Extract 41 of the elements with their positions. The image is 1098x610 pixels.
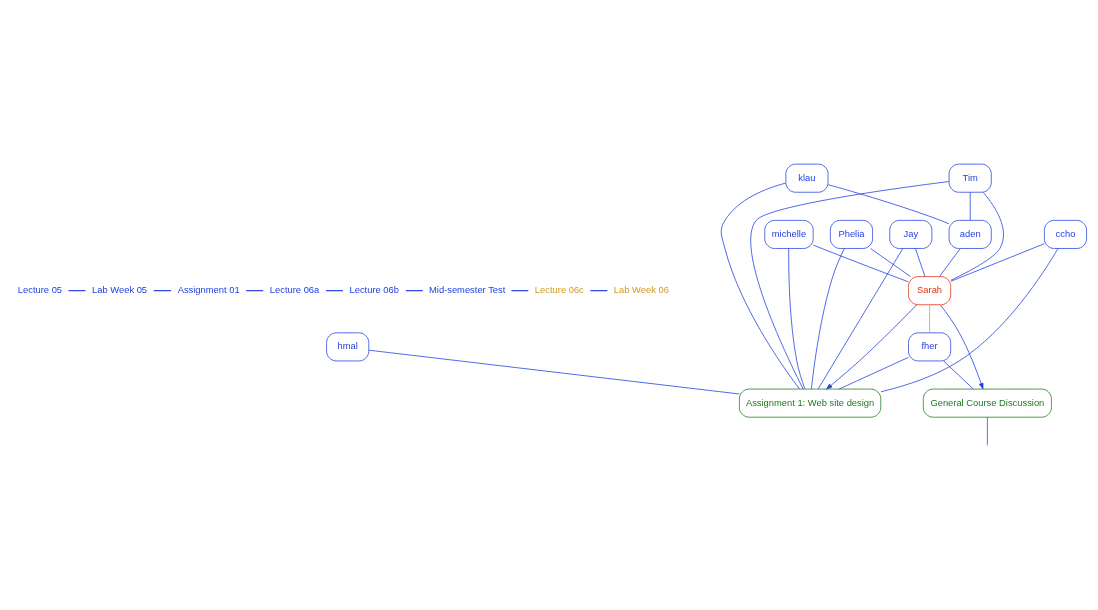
connector bbox=[750, 181, 950, 390]
connector bbox=[880, 248, 1059, 393]
connector bbox=[939, 248, 961, 277]
node-box: hmal bbox=[326, 332, 370, 362]
node-box: michelle bbox=[764, 219, 814, 249]
arrow bbox=[826, 304, 918, 390]
connector bbox=[987, 416, 988, 446]
node-box: Jay bbox=[889, 219, 933, 249]
node-box: klau bbox=[785, 163, 829, 193]
label: Lecture 05 bbox=[17, 285, 63, 296]
node-box: Phelia bbox=[830, 219, 873, 249]
connector bbox=[870, 248, 911, 277]
node-box: General Course Discussion bbox=[922, 388, 1052, 418]
node-box: Tim bbox=[948, 163, 992, 193]
connector bbox=[788, 248, 806, 390]
connector bbox=[929, 304, 930, 334]
arrow bbox=[940, 304, 984, 390]
connector bbox=[812, 244, 909, 283]
connector bbox=[943, 360, 974, 390]
connector bbox=[915, 248, 926, 277]
node-box: Sarah bbox=[908, 276, 952, 306]
connector bbox=[950, 243, 1045, 282]
connector bbox=[811, 248, 845, 390]
node-box: aden bbox=[948, 219, 992, 249]
connector bbox=[368, 349, 740, 395]
label: Mid-semester Test bbox=[429, 285, 506, 296]
connector bbox=[827, 184, 950, 225]
label: Lab Week 05 bbox=[92, 285, 148, 296]
node-box: ccho bbox=[1044, 219, 1087, 249]
connector bbox=[817, 248, 904, 390]
label: Lecture 06a bbox=[269, 285, 320, 296]
label: Lab Week 06 bbox=[613, 285, 669, 296]
connector bbox=[969, 192, 971, 221]
connector bbox=[838, 356, 909, 390]
node-box: fher bbox=[908, 332, 952, 362]
label: Lecture 06b bbox=[349, 285, 399, 296]
connector bbox=[720, 182, 800, 390]
label: Assignment 01 bbox=[177, 285, 240, 296]
connector bbox=[950, 192, 1004, 281]
node-box: Assignment 1: Web site design bbox=[739, 388, 882, 418]
label: Lecture 06c bbox=[534, 285, 584, 296]
